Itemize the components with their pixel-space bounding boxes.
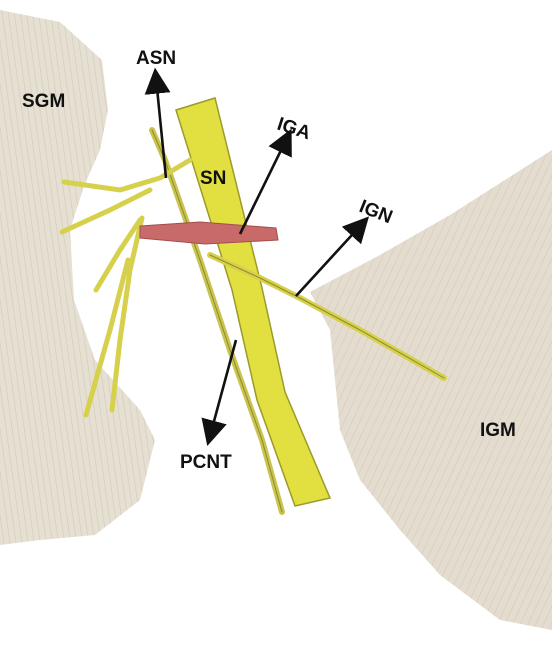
iga-arrow [240, 138, 287, 234]
label-asn: ASN [136, 48, 176, 69]
label-sn: SN [200, 168, 226, 189]
label-sgm: SGM [22, 91, 65, 112]
inferior-gluteal-artery [140, 222, 278, 244]
pcnt-arrow [210, 340, 236, 436]
label-ign: IGN [356, 196, 395, 228]
label-pcnt: PCNT [180, 452, 232, 473]
label-iga: IGA [274, 114, 313, 144]
label-igm: IGM [480, 420, 516, 441]
inferior-gluteal-muscle [310, 150, 552, 630]
asn-arrow [156, 78, 166, 178]
